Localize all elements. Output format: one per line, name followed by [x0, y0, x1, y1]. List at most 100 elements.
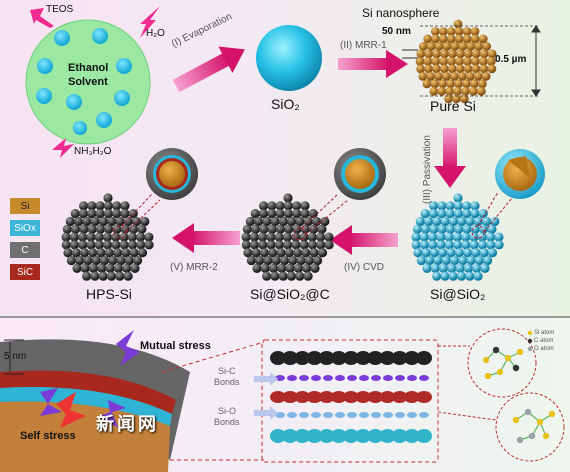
- sic-bonds-label-1: Si-C: [218, 366, 236, 376]
- sio-bonds-label-1: Si-O: [218, 406, 236, 416]
- molecule-atom: [482, 356, 490, 364]
- sphere-bead: [490, 216, 500, 227]
- sphere-bead: [428, 240, 438, 250]
- sphere-bead: [474, 42, 484, 51]
- sphere-bead: [434, 42, 444, 51]
- sphere-bead: [445, 201, 455, 211]
- sphere-bead: [424, 49, 434, 59]
- sphere-bead: [442, 42, 452, 51]
- sphere-bead: [112, 201, 122, 211]
- si-sio2-c-sphere: [241, 193, 334, 281]
- sphere-bead: [66, 255, 76, 266]
- sphere-bead: [444, 232, 454, 242]
- sphere-bead: [301, 248, 311, 258]
- sphere-bead: [437, 209, 447, 219]
- sphere-bead: [127, 232, 137, 242]
- molecule-atom: [528, 432, 536, 440]
- sphere-bead: [476, 86, 486, 96]
- sphere-bead: [282, 232, 293, 242]
- sphere-bead: [129, 224, 139, 234]
- sphere-bead: [324, 240, 334, 250]
- bond-atom: [282, 391, 299, 403]
- sphere-bead: [78, 240, 88, 250]
- sphere-bead: [283, 193, 293, 203]
- bond-atom: [379, 429, 396, 443]
- core-shell-inset-si-sio2-c: [334, 148, 386, 200]
- thickness-bracket: [4, 339, 24, 375]
- molecule-atom: [496, 368, 504, 376]
- sphere-bead: [115, 216, 125, 227]
- bond-atom: [383, 412, 393, 418]
- sphere-bead: [480, 263, 490, 273]
- sphere-bead: [105, 263, 115, 273]
- sphere-bead: [144, 232, 154, 242]
- sphere-bead: [473, 71, 483, 81]
- bond-atom: [395, 412, 405, 418]
- sphere-bead: [438, 27, 448, 36]
- sphere-bead: [440, 49, 450, 59]
- sphere-bead: [249, 240, 260, 250]
- sphere-bead: [439, 34, 449, 44]
- bond-atom: [275, 412, 285, 418]
- sphere-bead: [432, 271, 442, 281]
- sphere-bead: [470, 201, 480, 211]
- bond-atom: [359, 375, 369, 381]
- sphere-bead: [268, 248, 278, 258]
- sphere-bead: [258, 240, 268, 250]
- sphere-bead: [448, 49, 457, 59]
- sphere-bead: [424, 64, 433, 74]
- sphere-bead: [268, 263, 279, 273]
- sphere-bead: [428, 232, 438, 242]
- bond-atom: [294, 391, 311, 403]
- sphere-bead: [459, 94, 469, 104]
- sphere-bead: [95, 201, 105, 211]
- step-mrr2-label: (V) MRR-2: [170, 262, 218, 273]
- sphere-bead: [455, 34, 464, 44]
- sphere-bead: [448, 271, 458, 281]
- bond-atom: [343, 351, 359, 365]
- sphere-bead: [245, 216, 255, 227]
- bond-atom: [379, 391, 396, 403]
- sphere-bead: [241, 240, 251, 250]
- curved-shell-layers: [0, 339, 190, 472]
- sphere-bead: [454, 79, 463, 89]
- sphere-bead: [293, 248, 303, 258]
- bond-atom: [403, 391, 420, 403]
- sphere-bead: [471, 49, 481, 59]
- sphere-bead: [428, 201, 439, 211]
- sphere-bead: [293, 263, 304, 273]
- sphere-bead: [292, 209, 302, 219]
- sphere-bead: [324, 232, 334, 242]
- sphere-bead: [241, 232, 251, 242]
- sphere-bead: [276, 248, 286, 258]
- sphere-bead: [88, 263, 99, 273]
- sphere-bead: [120, 201, 130, 211]
- molecule-atom: [512, 416, 520, 424]
- molecule-atom: [524, 408, 532, 416]
- sphere-bead: [136, 232, 146, 242]
- bond-atom: [306, 351, 323, 365]
- bond-atom: [270, 351, 286, 365]
- sphere-bead: [421, 248, 431, 258]
- sphere-bead: [111, 232, 121, 242]
- sphere-bead: [437, 86, 447, 96]
- sphere-bead: [253, 216, 264, 227]
- sphere-bead: [103, 209, 114, 219]
- sphere-bead: [479, 49, 489, 59]
- sphere-bead: [316, 240, 326, 250]
- sphere-bead: [296, 255, 306, 266]
- sphere-bead: [258, 209, 269, 219]
- sphere-bead: [453, 86, 462, 96]
- sphere-bead: [249, 232, 259, 242]
- sphere-bead: [462, 201, 472, 211]
- sphere-bead: [274, 232, 284, 242]
- sphere-bead: [477, 79, 487, 89]
- bond-atom: [294, 351, 311, 365]
- sphere-bead: [287, 216, 297, 227]
- self-stress-marker: [56, 392, 86, 428]
- sphere-bead: [419, 232, 429, 242]
- sphere-bead: [307, 240, 318, 250]
- sphere-bead: [87, 209, 97, 219]
- sphere-bead: [477, 240, 488, 250]
- sphere-bead: [470, 79, 479, 89]
